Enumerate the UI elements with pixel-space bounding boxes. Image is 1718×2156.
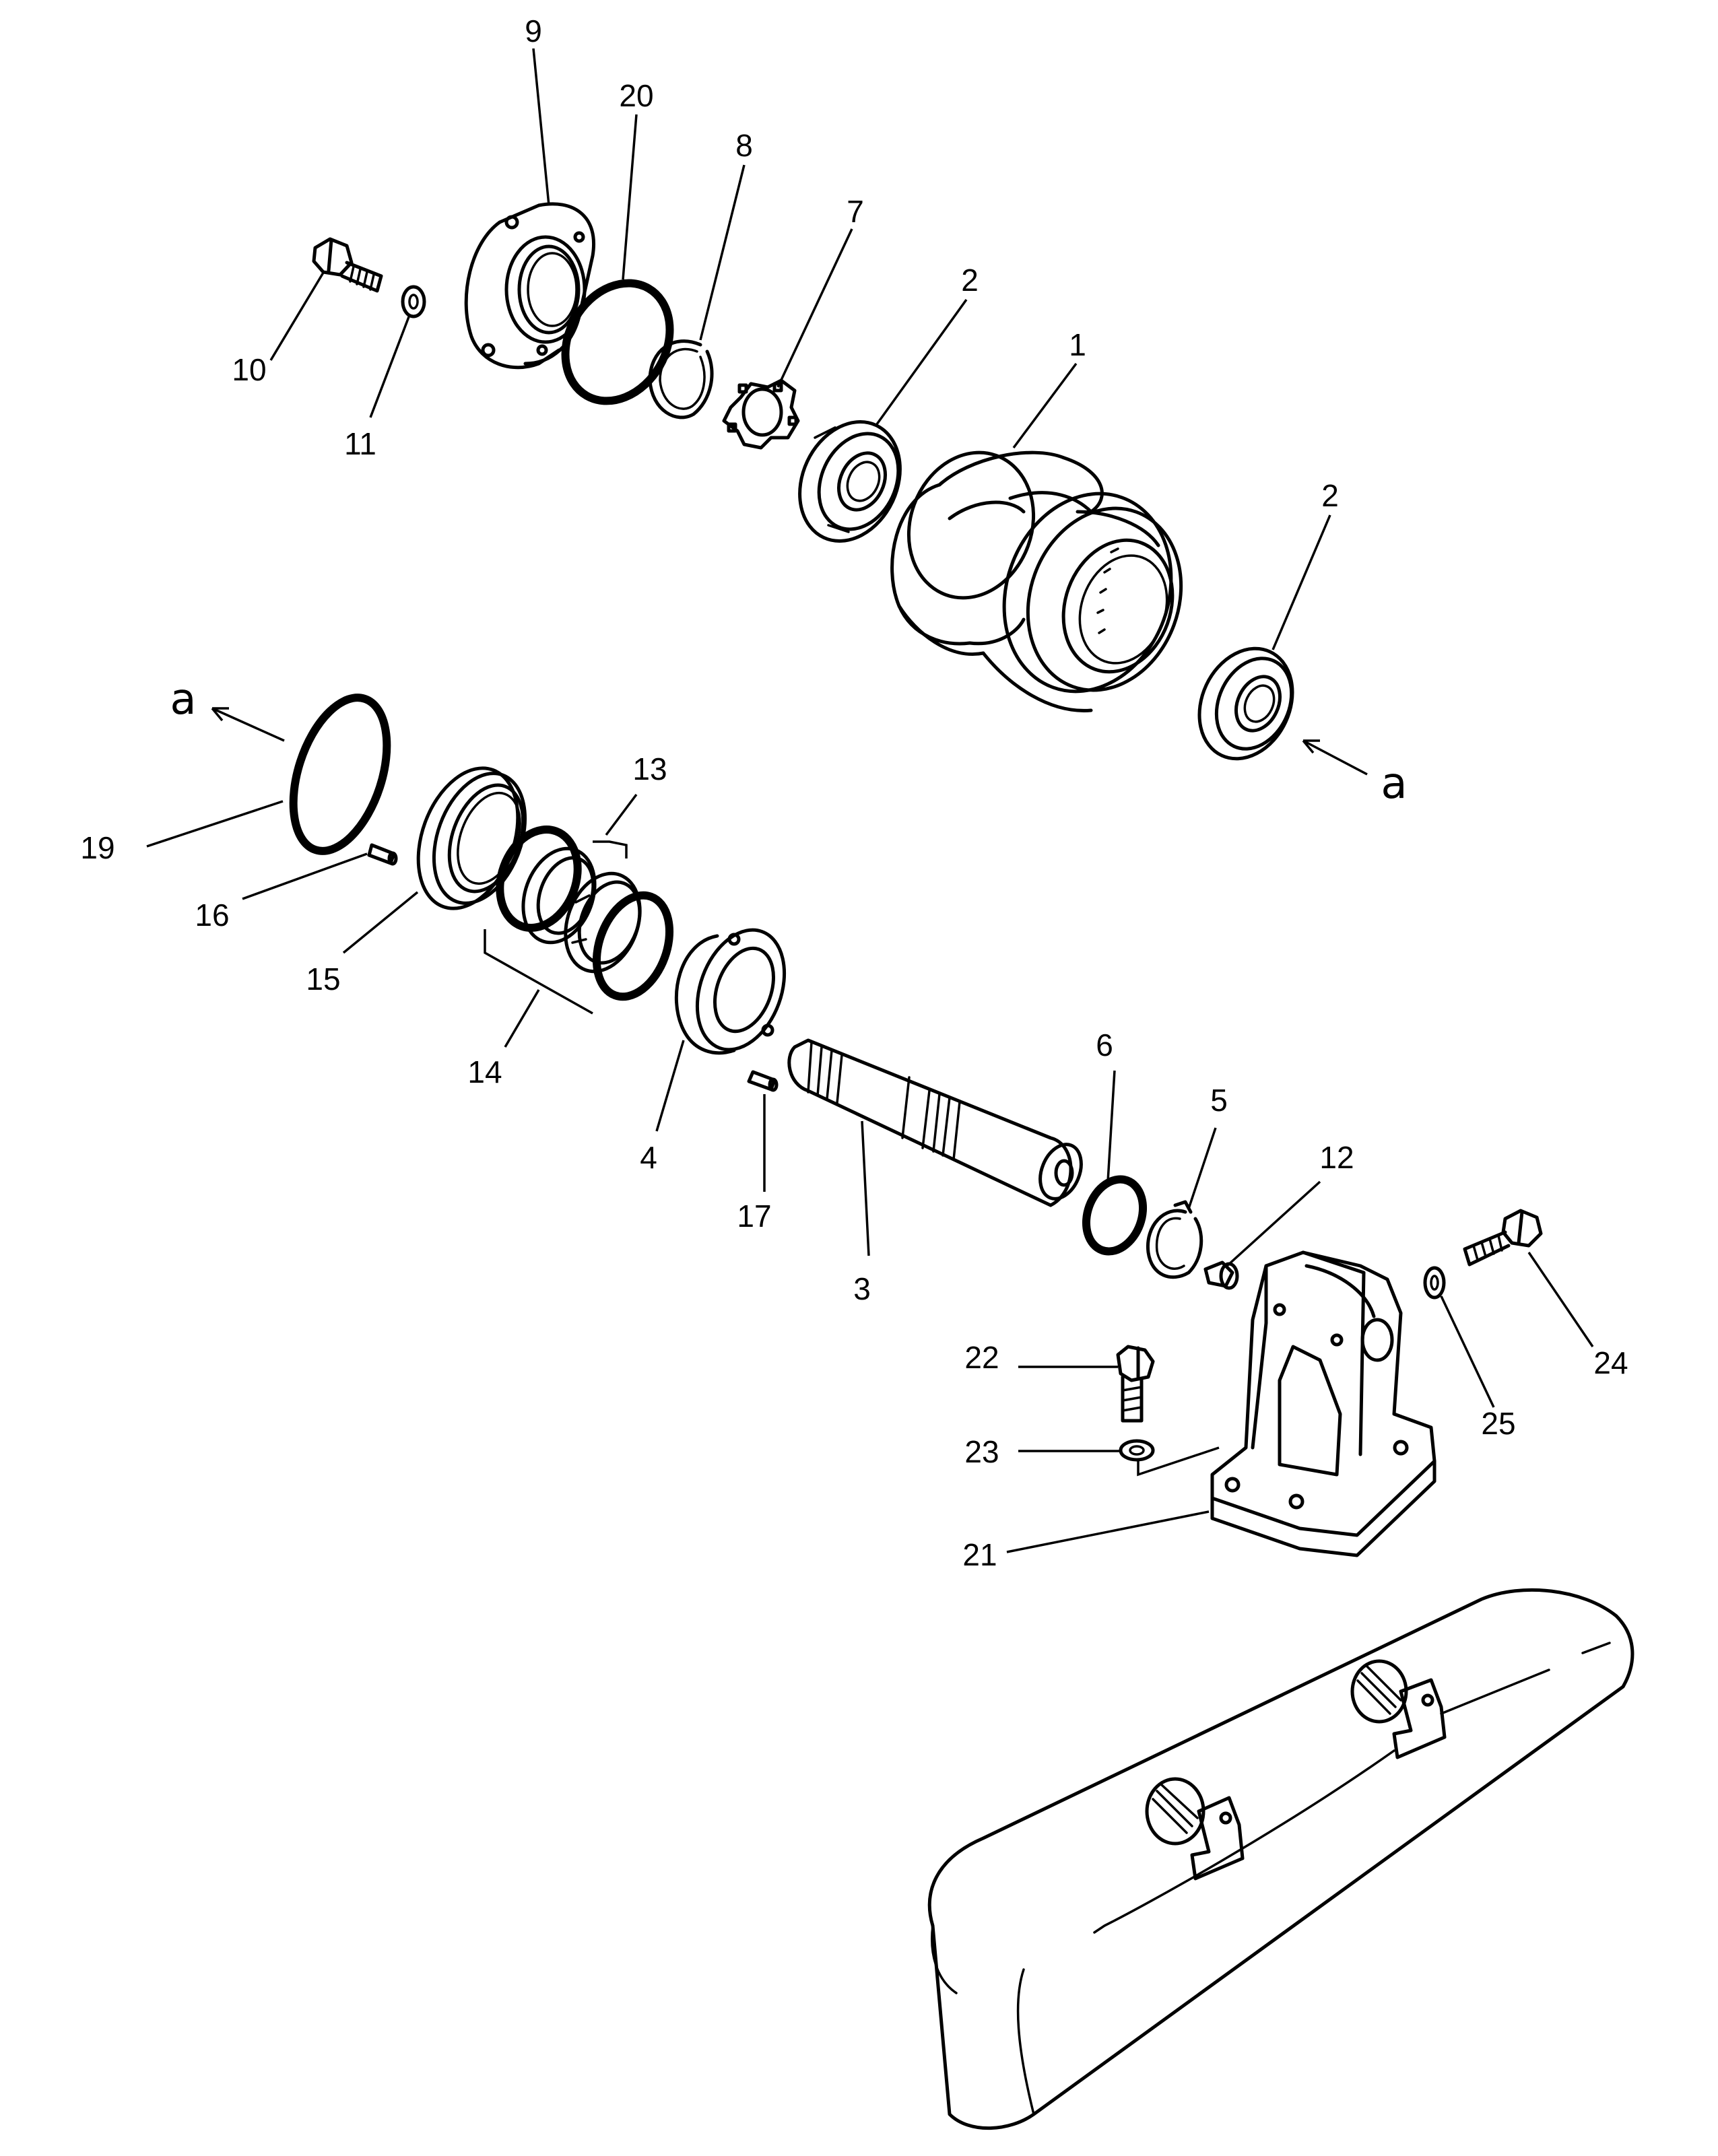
bearing-part-2-right — [1197, 646, 1294, 761]
callout-9: 9 — [525, 13, 542, 48]
callout-21: 21 — [962, 1537, 997, 1572]
callout-11: 11 — [344, 426, 376, 461]
callout-12: 12 — [1319, 1140, 1354, 1175]
callout-2-right: 2 — [1321, 478, 1339, 513]
callout-1: 1 — [1069, 327, 1086, 362]
callout-7: 7 — [847, 194, 864, 229]
callout-23: 23 — [964, 1434, 999, 1469]
bolt-part-22 — [1116, 1345, 1155, 1423]
callout-labels: 9 20 8 7 2 1 2 10 11 13 19 16 15 14 4 17… — [80, 13, 1628, 1572]
callout-4: 4 — [640, 1140, 657, 1175]
pin-part-17 — [747, 1070, 779, 1092]
callout-5: 5 — [1210, 1083, 1228, 1118]
callout-13: 13 — [632, 751, 667, 786]
callout-15: 15 — [306, 962, 340, 997]
callout-6: 6 — [1096, 1028, 1113, 1063]
seal-part-14a — [496, 826, 582, 932]
callout-16: 16 — [195, 898, 229, 933]
plug-part-12 — [1203, 1260, 1239, 1290]
snap-ring-part-8 — [648, 339, 714, 419]
callout-2-top: 2 — [961, 263, 979, 298]
callout-3: 3 — [853, 1271, 871, 1306]
callout-24: 24 — [1593, 1345, 1628, 1380]
roller-part-1 — [890, 450, 1183, 712]
cover-part-9 — [464, 202, 595, 370]
leader-lines — [146, 48, 1594, 1553]
callout-22: 22 — [964, 1340, 999, 1375]
track-frame-illustration — [927, 1588, 1634, 2130]
seal-part-13a — [521, 846, 597, 945]
nut-part-7 — [722, 378, 800, 450]
o-ring-part-6 — [1082, 1175, 1148, 1256]
callout-17: 17 — [737, 1199, 771, 1234]
callout-20: 20 — [619, 78, 653, 113]
callout-8: 8 — [735, 128, 753, 163]
bearing-part-2 — [798, 420, 902, 543]
seal-part-14b — [592, 891, 674, 1001]
shaft-part-3 — [787, 1038, 1083, 1207]
snap-ring-part-5 — [1146, 1200, 1203, 1279]
bracket-part-21 — [1210, 1250, 1436, 1557]
collar-part-4 — [674, 928, 787, 1055]
callout-25: 25 — [1481, 1406, 1515, 1441]
washer-part-23 — [1119, 1439, 1155, 1462]
o-ring-part-20 — [561, 279, 674, 405]
callout-10: 10 — [232, 352, 266, 387]
bolt-part-24 — [1463, 1209, 1543, 1267]
pin-part-16 — [367, 843, 398, 866]
reference-a-right: a — [1381, 759, 1407, 809]
callout-19: 19 — [80, 830, 114, 865]
track-roller-front — [1145, 1777, 1245, 1881]
callout-14: 14 — [467, 1054, 502, 1089]
bolt-part-10 — [312, 237, 383, 293]
reference-a-left: a — [170, 675, 196, 725]
track-roller-rear — [1350, 1659, 1447, 1759]
o-ring-part-19 — [289, 694, 391, 855]
washer-part-11 — [401, 285, 426, 318]
washer-part-25 — [1423, 1266, 1446, 1300]
